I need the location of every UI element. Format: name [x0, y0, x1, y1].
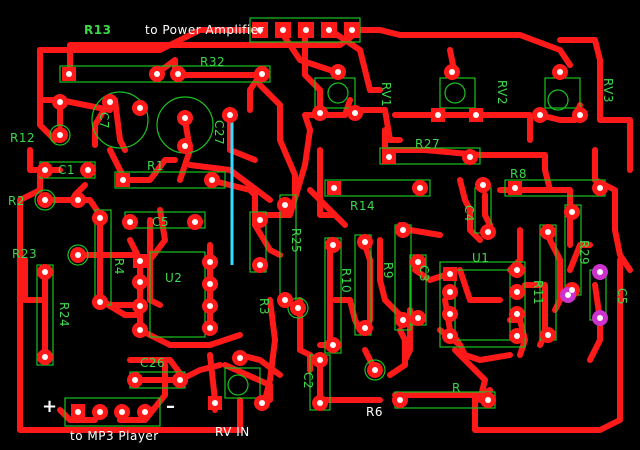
label-r6: R6 — [366, 405, 383, 419]
label-c27: C27 — [212, 120, 226, 146]
label-r11: R11 — [531, 280, 545, 306]
plus-sign: + — [42, 396, 58, 417]
label-r10: R10 — [339, 268, 353, 294]
label-u2: U2 — [165, 271, 183, 285]
label-c4: C4 — [462, 205, 476, 223]
drill-holes — [42, 27, 603, 415]
label-c26: C26 — [140, 356, 166, 370]
label-c5: C5 — [615, 288, 629, 306]
label-r3: R3 — [257, 298, 271, 315]
label-c2: C2 — [301, 372, 315, 390]
label-c5b: C5 — [152, 215, 170, 229]
label-r25: R25 — [289, 228, 303, 254]
label-r8: R8 — [510, 167, 527, 181]
label-rv3: RV3 — [601, 78, 615, 104]
label-r2: R2 — [8, 194, 25, 208]
power-amp-label: to Power Amplifier — [145, 23, 265, 37]
label-r9: R9 — [381, 262, 395, 279]
label-r14: R14 — [350, 199, 376, 213]
label-r27: R27 — [415, 137, 441, 151]
label-vol: RV IN — [215, 425, 250, 439]
label-c3: C3 — [417, 265, 431, 283]
label-r1: R1 — [147, 159, 164, 173]
label-r32: R32 — [200, 55, 226, 69]
label-r: R — [452, 381, 461, 395]
label-rv2: RV2 — [495, 80, 509, 106]
label-rv1: RV1 — [379, 82, 393, 108]
label-r4: R4 — [112, 258, 126, 275]
label-r24: R24 — [57, 302, 71, 328]
label-r13: R13 — [84, 23, 112, 37]
minus-sign: – — [166, 396, 176, 417]
mp3-label: to MP3 Player — [70, 429, 159, 443]
label-r12: R12 — [10, 131, 36, 145]
label-u1: U1 — [472, 251, 490, 265]
label-r29: R29 — [577, 240, 591, 266]
label-c1: C1 — [58, 163, 76, 177]
label-r23: R23 — [12, 247, 38, 261]
label-c7: C7 — [97, 112, 111, 130]
